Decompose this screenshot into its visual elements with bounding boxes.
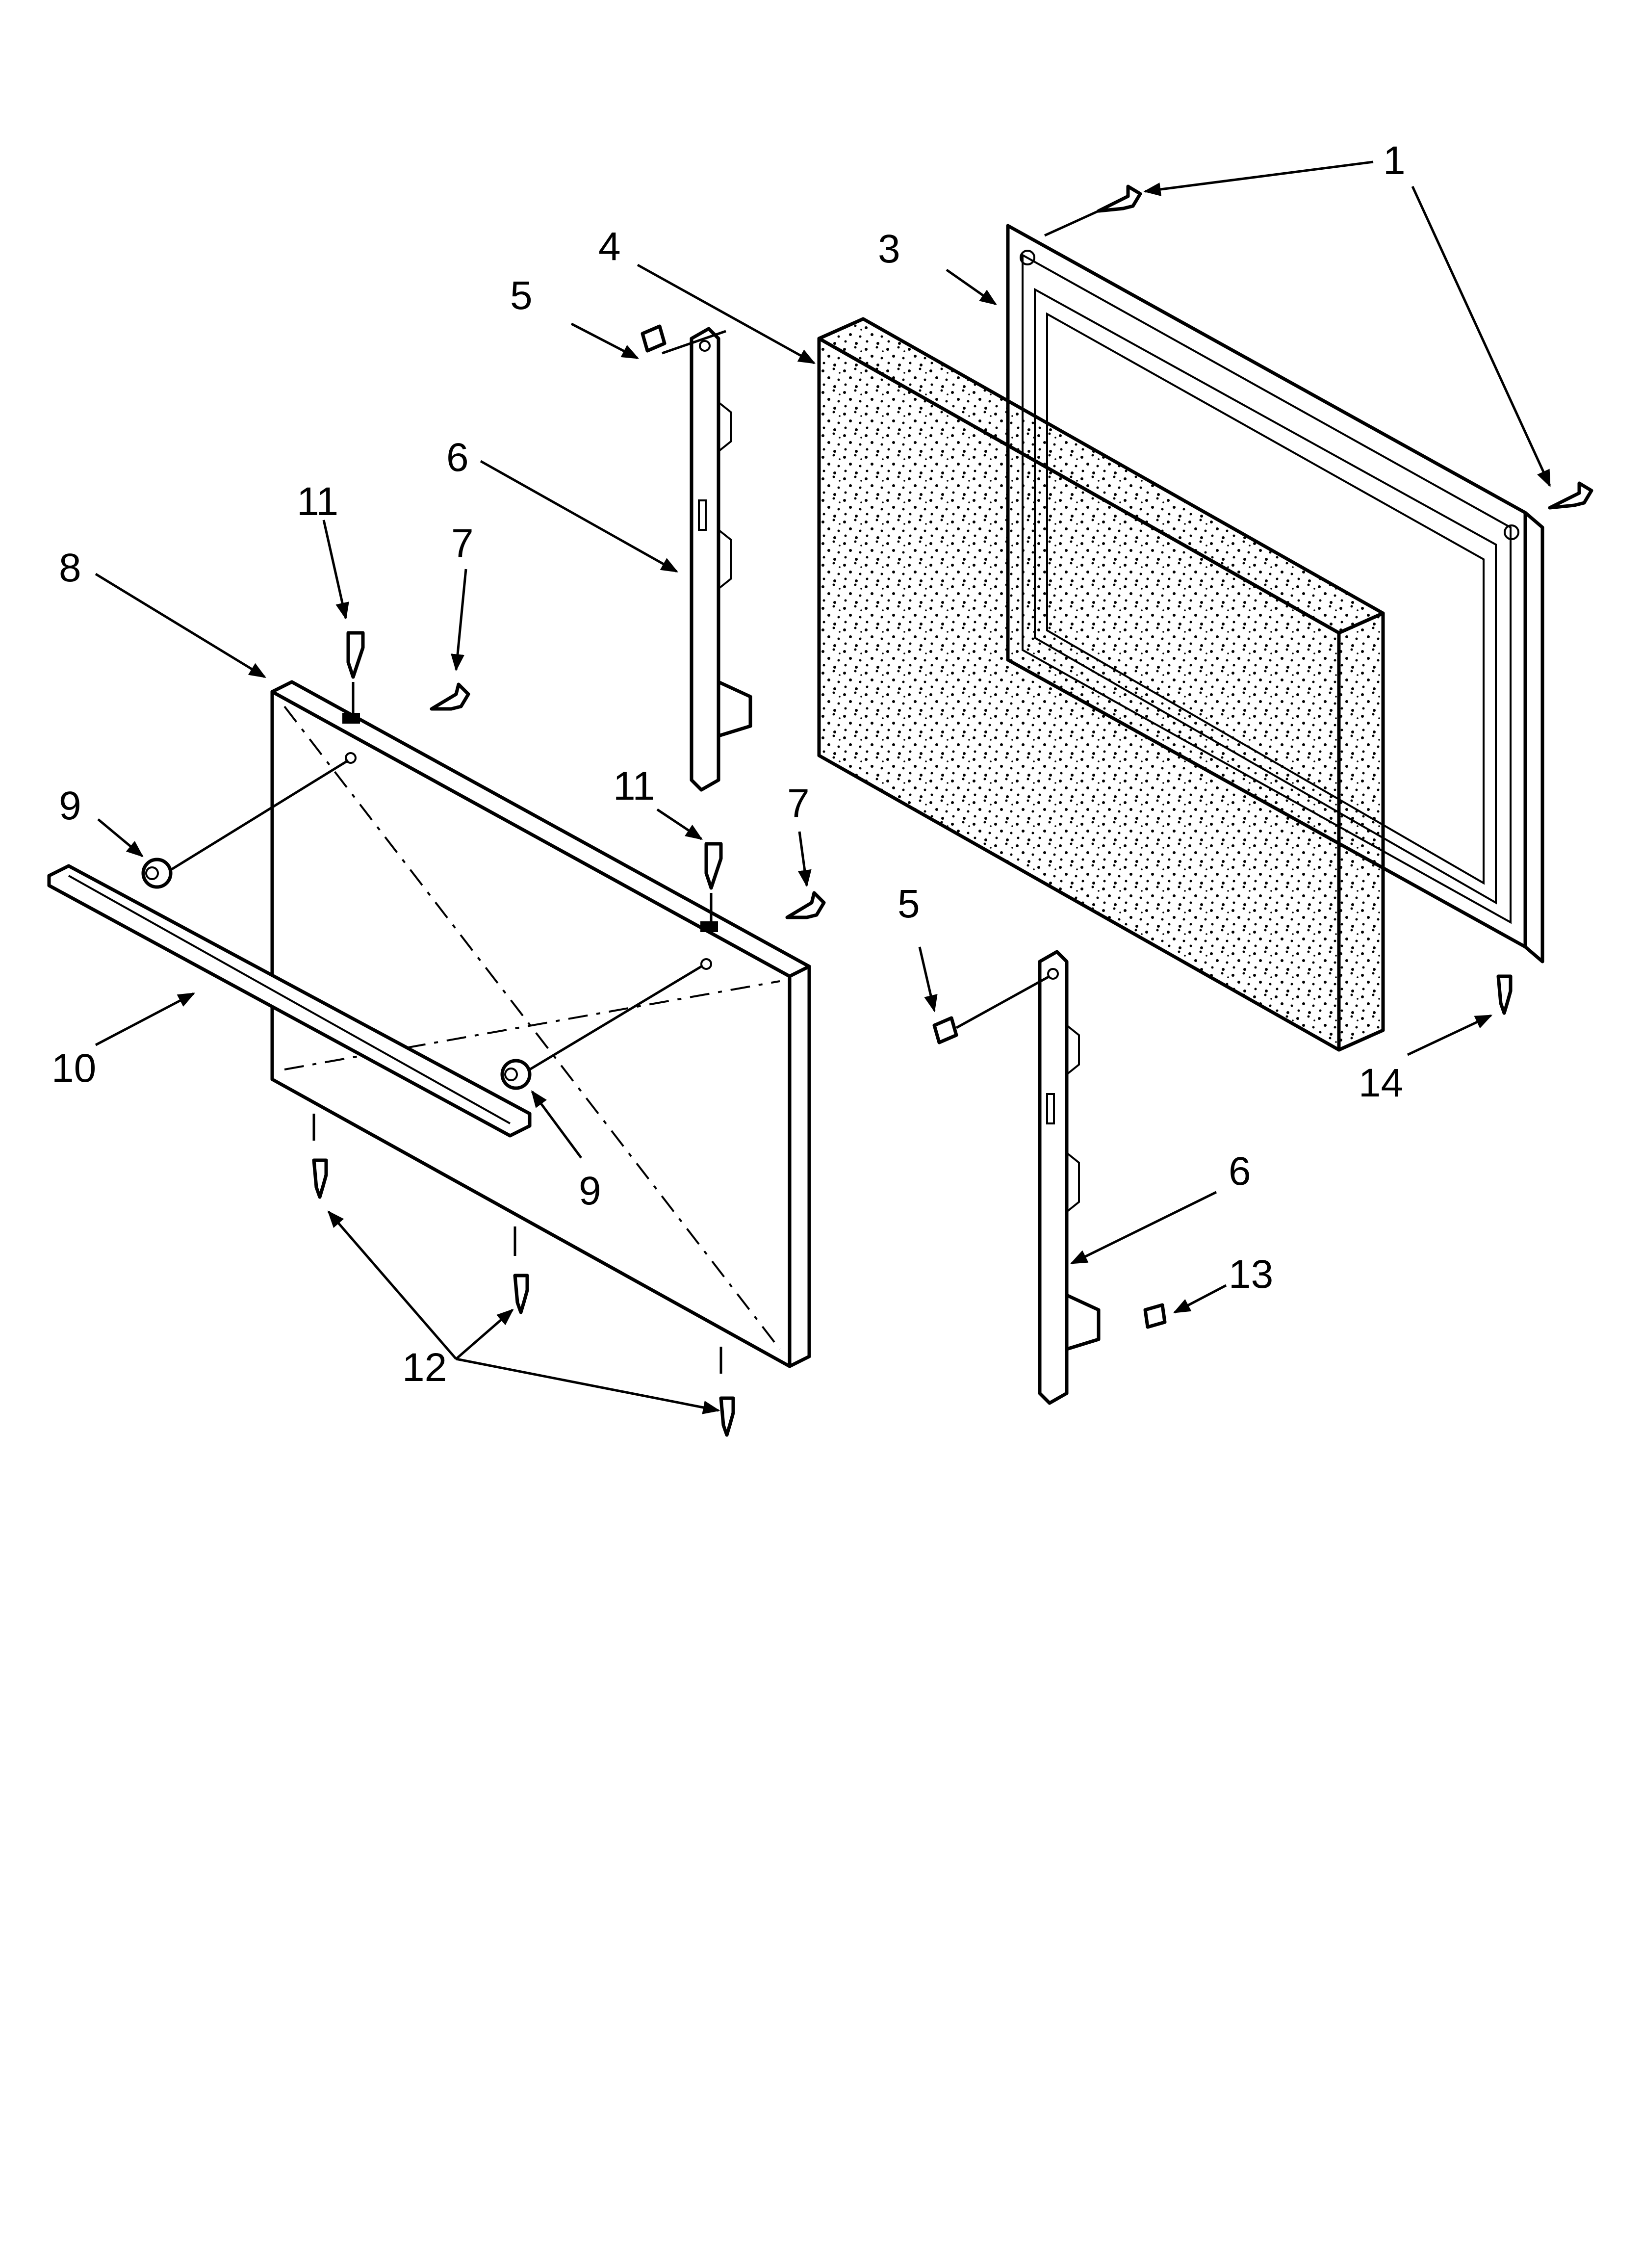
callout-4: 4 (598, 224, 621, 269)
callout-11-right: 11 (613, 764, 655, 808)
screw-12-mid (513, 1274, 529, 1314)
clip-5-upper (641, 324, 667, 353)
callout-8: 8 (59, 546, 81, 590)
callout-5-upper: 5 (510, 273, 533, 318)
callout-13: 13 (1229, 1252, 1273, 1297)
callout-6-upper: 6 (446, 435, 469, 480)
callout-12: 12 (402, 1345, 447, 1390)
callout-10: 10 (51, 1046, 96, 1091)
spacer-right (500, 1059, 532, 1090)
screw-7-right (785, 891, 826, 919)
callout-9-left: 9 (59, 783, 81, 828)
leader-lines (95, 160, 1551, 1414)
hinge-bracket-lower (1038, 950, 1101, 1405)
callout-1: 1 (1383, 138, 1406, 183)
callout-5-lower: 5 (898, 882, 920, 926)
spacer-left (141, 858, 173, 889)
clip-13 (1143, 1303, 1167, 1329)
callout-14: 14 (1359, 1061, 1403, 1105)
callout-3: 3 (878, 227, 900, 271)
screw-12-left (312, 1158, 328, 1199)
callout-6-lower: 6 (1229, 1149, 1251, 1194)
screw-1-lower (1548, 481, 1593, 510)
clip-5-lower (932, 1016, 958, 1044)
callout-9-right: 9 (579, 1169, 601, 1213)
screw-7-left (430, 682, 470, 711)
screw-12-right (719, 1396, 735, 1437)
callout-11-left: 11 (297, 479, 338, 524)
screw-11-right (704, 842, 723, 890)
screw-14 (1496, 974, 1513, 1015)
screw-11-left (346, 631, 365, 679)
callout-7-right: 7 (787, 781, 810, 826)
insulation-panel (817, 317, 1385, 1052)
outer-door-panel (270, 680, 811, 1368)
handle-trim (47, 864, 532, 1138)
hinge-bracket-upper (690, 327, 752, 792)
screw-1-upper (1097, 184, 1142, 213)
callout-7-left: 7 (451, 521, 474, 566)
